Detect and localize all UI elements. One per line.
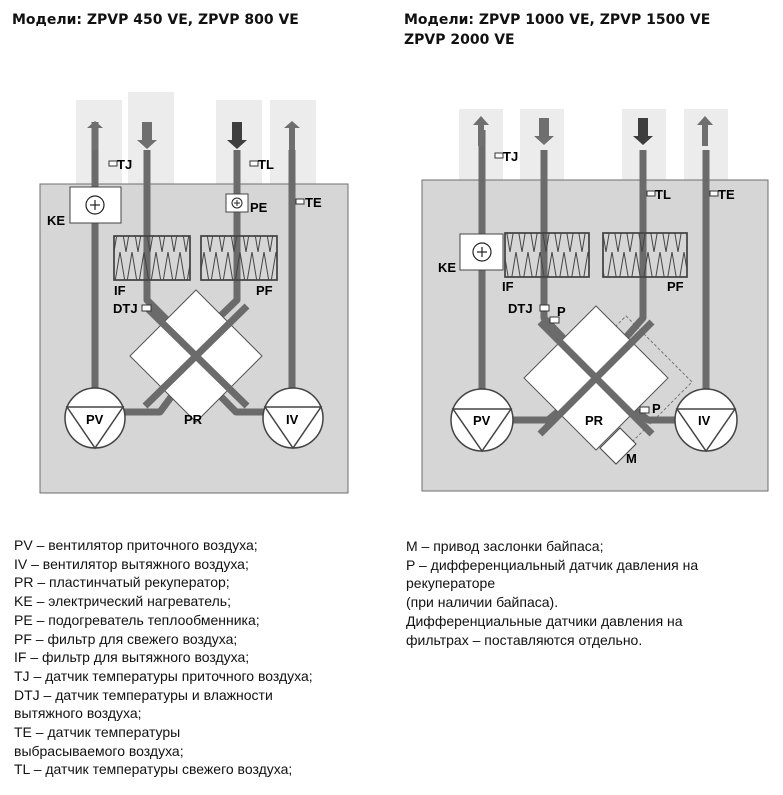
label-te-left: TE: [305, 195, 322, 210]
legend-item: M – привод заслонки байпаса;: [406, 538, 604, 554]
label-pr-right: PR: [585, 413, 604, 428]
sensor-tj-right: [494, 152, 504, 159]
title-left: Модели: ZPVP 450 VE, ZPVP 800 VE: [12, 12, 299, 28]
recuperator-cross-right: [537, 319, 655, 437]
arrow-up-icon: [87, 121, 103, 150]
label-dtj-right: DTJ: [508, 301, 533, 316]
arrow-up-icon: [473, 116, 489, 146]
label-tj-right: TJ: [503, 149, 518, 164]
legend-item: P – дифференциальный датчик давления на …: [406, 556, 699, 611]
arrow-down-icon: [137, 122, 157, 149]
sensor-tl-right: [646, 190, 656, 197]
sensor-dtj-right: [539, 304, 550, 312]
legend-item: TL – датчик температуры свежего воздуха;: [14, 761, 293, 778]
legend-item: PV – вентилятор приточного воздуха;: [14, 537, 258, 553]
diagram-canvas: TJ TL TE KE PE IF PF DTJ PV PR IV: [39, 92, 769, 494]
sensor-tl-left: [249, 160, 259, 167]
label-tl-right: TL: [655, 187, 671, 202]
label-pv-right: PV: [473, 413, 491, 428]
sensor-tj-left: [108, 160, 118, 167]
label-m-right: M: [626, 451, 637, 466]
right-diagram: TJ TL TE KE IF PF DTJ P P PV PR IV M: [421, 109, 769, 492]
label-p-top-right: P: [557, 304, 566, 319]
legend-left: PV – вентилятор приточного воздуха; IV –…: [14, 536, 374, 779]
label-if-left: IF: [114, 283, 126, 298]
filter-if-right: [504, 232, 590, 278]
label-ke-left: KE: [47, 213, 65, 228]
legend-item: PE – подогреватель теплообменника;: [14, 611, 260, 628]
arrow-down-icon: [534, 118, 554, 145]
label-tj-left: TJ: [117, 157, 132, 172]
label-if-right: IF: [502, 279, 514, 294]
legend-item: DTJ – датчик температуры и влажности выт…: [14, 686, 273, 722]
label-pv-left: PV: [86, 412, 104, 427]
arrow-up-icon: [284, 121, 300, 150]
duct-supply-out-left: [76, 100, 122, 184]
legend-item: KE – электрический нагреватель;: [14, 593, 231, 610]
label-pr-left: PR: [184, 412, 203, 427]
bypass-actuator-m: [599, 427, 637, 465]
arrow-down-dark-icon: [227, 122, 247, 149]
label-tl-left: TL: [258, 157, 274, 172]
label-pf-left: PF: [256, 283, 273, 298]
arrow-down-dark-icon: [633, 118, 653, 145]
sensor-dtj-left: [141, 304, 152, 312]
legend-item: PF – фильтр для свежего воздуха;: [14, 630, 238, 647]
filter-if-left: [113, 235, 191, 281]
arrow-up-icon: [697, 116, 713, 146]
sensor-te-left: [295, 198, 305, 205]
label-pe-left: PE: [250, 200, 268, 215]
left-diagram: TJ TL TE KE PE IF PF DTJ PV PR IV: [39, 92, 349, 494]
legend-item: IV – вентилятор вытяжного воздуха;: [14, 555, 249, 572]
filter-pf-right: [602, 232, 688, 278]
legend-item: PR – пластинчатый рекуператор;: [14, 574, 230, 591]
sensor-p-bottom-right: [639, 406, 650, 414]
legend-item: TJ – датчик температуры приточного возду…: [14, 667, 313, 684]
legend-item: TE – датчик температуры выбрасываемого в…: [14, 724, 184, 759]
legend-item: IF – фильтр для вытяжного воздуха;: [14, 649, 250, 666]
filter-pf-left: [200, 235, 278, 281]
label-p-bottom-right: P: [652, 401, 661, 416]
label-te-right: TE: [718, 187, 735, 202]
recuperator-cross-left: [142, 303, 250, 409]
label-dtj-left: DTJ: [113, 301, 138, 316]
legend-right: M – привод заслонки байпаса; P – диффере…: [406, 537, 766, 649]
sensor-p-top-right: [549, 316, 560, 324]
label-pf-right: PF: [667, 279, 684, 294]
label-iv-left: IV: [286, 412, 299, 427]
legend-item: Дифференциальные датчики давления на фил…: [406, 612, 683, 648]
label-iv-right: IV: [698, 413, 711, 428]
title-right: Модели: ZPVP 1000 VE, ZPVP 1500 VE ZPVP …: [404, 12, 711, 48]
label-ke-right: KE: [438, 260, 456, 275]
sensor-te-right: [709, 190, 719, 197]
